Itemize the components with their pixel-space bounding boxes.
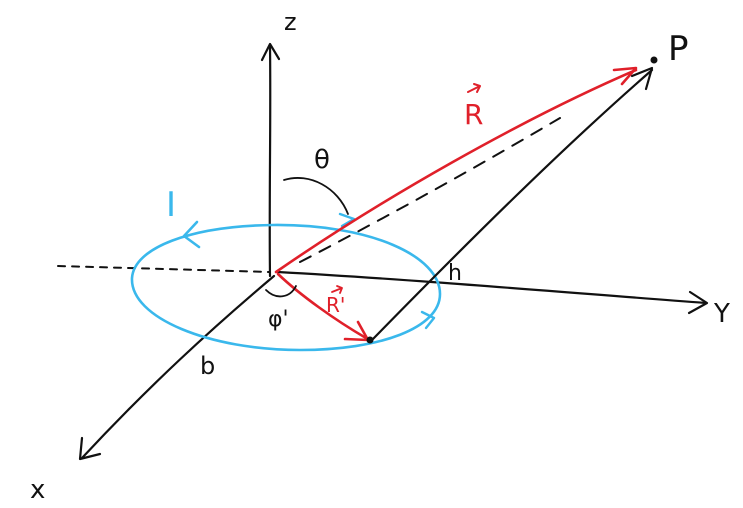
helper-dashed-line <box>299 117 561 263</box>
r-prime-vector-line <box>276 272 368 340</box>
r-vector <box>274 66 638 274</box>
point-p-label: P <box>668 29 689 69</box>
current-direction-arrow-top <box>338 212 356 228</box>
negative-y-dashed-line <box>57 265 271 273</box>
y-axis-label: Y <box>713 299 730 329</box>
source-point-dot <box>366 336 374 344</box>
r-vector-label: R <box>464 98 483 131</box>
r-prime-vector-overarrow <box>331 285 343 294</box>
r-prime-vector <box>276 272 370 342</box>
r-prime-vector-label: R' <box>326 293 345 317</box>
source-to-p-line-group <box>370 66 654 342</box>
source-to-p-arrowhead <box>630 66 654 91</box>
height-label: h <box>448 261 462 286</box>
point-p-dot <box>650 56 658 64</box>
source-to-p-line <box>370 68 654 342</box>
phi-prime-angle-arc <box>265 285 297 298</box>
theta-angle-arc <box>283 177 349 215</box>
axes <box>57 42 709 461</box>
y-axis-line <box>276 270 708 305</box>
current-loop-ellipse <box>130 223 442 352</box>
r-vector-line <box>274 68 638 274</box>
r-vector-arrowhead <box>612 66 638 86</box>
z-axis-line <box>268 44 272 278</box>
radius-label: b <box>200 352 215 380</box>
phi-prime-label: φ' <box>268 307 289 332</box>
current-label: I <box>166 185 176 225</box>
x-axis-arrowhead <box>78 436 102 461</box>
z-axis-arrowhead <box>260 42 281 62</box>
y-axis-arrowhead <box>687 290 709 315</box>
x-axis-line <box>80 274 276 460</box>
r-vector-overarrow <box>467 83 481 93</box>
current-loop <box>130 212 442 352</box>
current-direction-arrow-back <box>182 220 201 249</box>
current-direction-arrow-front <box>420 310 436 330</box>
theta-label: θ <box>314 145 330 175</box>
x-axis-label: x <box>30 475 45 505</box>
z-axis-label: z <box>284 8 297 36</box>
